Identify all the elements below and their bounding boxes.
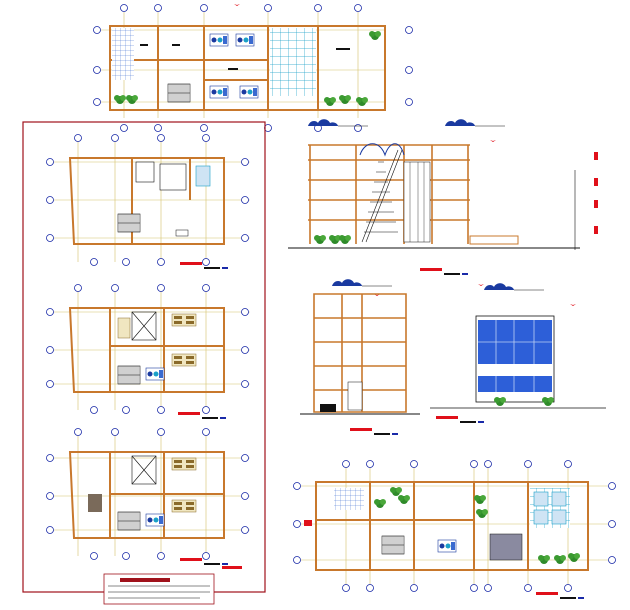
plan-level-1 <box>46 134 250 269</box>
table-set <box>171 313 197 327</box>
grid-bubbles <box>293 460 616 592</box>
level-marks <box>594 152 598 234</box>
office-set <box>239 85 259 99</box>
table-set <box>171 457 197 471</box>
section-b <box>300 279 420 435</box>
title-block <box>103 566 242 605</box>
cloud-sketch <box>483 283 545 291</box>
grid-bubbles <box>46 284 249 414</box>
office-set <box>209 33 229 47</box>
facade-elevation <box>430 283 606 423</box>
office-set <box>209 85 229 99</box>
grid-bubbles <box>46 134 249 266</box>
scale-bar <box>420 268 468 275</box>
scale-bar <box>536 592 584 599</box>
office-set <box>437 539 457 553</box>
bird-icon <box>478 284 484 286</box>
grid-bubbles <box>46 428 249 560</box>
stair-run <box>361 149 403 243</box>
office-set <box>235 33 255 47</box>
plan-level-2 <box>46 284 250 419</box>
stair-icon <box>167 83 191 103</box>
bird-icon <box>490 140 496 142</box>
office-set <box>145 513 165 527</box>
stair-icon <box>117 365 141 385</box>
room-tags <box>140 44 350 70</box>
walls <box>109 25 386 111</box>
car-icon <box>489 533 523 561</box>
walls <box>68 451 225 539</box>
tiled-area <box>112 28 134 80</box>
scale-bar <box>178 412 226 419</box>
walls <box>68 307 225 393</box>
table-set <box>171 499 197 513</box>
cloud-sketch <box>444 119 506 127</box>
stair-icon <box>117 511 141 531</box>
stair-icon <box>117 213 141 233</box>
section-frame <box>308 144 470 244</box>
section-a <box>288 119 598 275</box>
scale-bar <box>350 428 398 435</box>
plan-level-3 <box>46 428 250 565</box>
curtain-wall <box>478 320 552 392</box>
grid-bubbles <box>93 4 413 132</box>
glass-courtyard <box>270 28 316 96</box>
table-set <box>171 353 197 367</box>
walls <box>315 481 589 571</box>
cloud-sketch <box>331 279 393 287</box>
office-set <box>145 367 165 381</box>
scale-bar <box>436 416 484 423</box>
bird-icon <box>570 304 576 306</box>
plan-bottom <box>293 460 616 599</box>
sheet-border <box>22 121 266 593</box>
plan-top <box>93 4 413 132</box>
north-arrow-icon <box>234 4 240 6</box>
section-frame <box>313 293 407 413</box>
stair-icon <box>381 535 405 555</box>
